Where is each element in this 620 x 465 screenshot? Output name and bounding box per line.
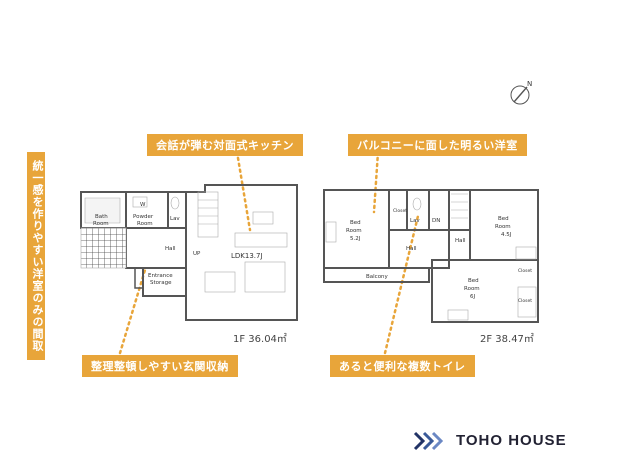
bath-label-2: Room	[93, 221, 109, 227]
brand-name: TOHO HOUSE	[456, 432, 567, 449]
bed2-label-c: 4.5J	[501, 232, 512, 238]
entrance-label: Entrance	[148, 273, 173, 279]
bed2-label-b: Room	[495, 224, 511, 230]
w-label: W	[140, 202, 146, 208]
kitchen-callout: 会話が弾む対面式キッチン	[147, 134, 303, 156]
ldk-label: LDK13.7J	[231, 252, 263, 260]
lav-label: Lav	[170, 216, 180, 222]
vertical-callout: 統一感を作りやすい洋室のみの間取	[27, 152, 45, 360]
hall1-label: Hall	[406, 246, 417, 252]
bed3-label-a: Bed	[468, 278, 479, 284]
compass-label: N	[527, 80, 532, 88]
bed1-label-b: Room	[346, 228, 362, 234]
powder-label-2: Room	[137, 221, 153, 227]
closet3-label: Closet	[518, 298, 532, 304]
bed3-label-c: 6J	[470, 294, 475, 300]
toilets-callout: あると便利な複数トイレ	[330, 355, 475, 377]
hall-label: Hall	[165, 246, 176, 252]
balcony-room-callout: バルコニーに面した明るい洋室	[348, 134, 527, 156]
floor1-area: 1F 36.04㎡	[233, 334, 287, 345]
bed1-label-a: Bed	[350, 220, 361, 226]
closet2-label: Closet	[518, 268, 532, 274]
floor-plan-1f: Bath Room Powder Room W Lav Hall Entranc…	[80, 184, 298, 321]
bed1-label-c: 5.2J	[350, 236, 361, 242]
floor2-area: 2F 38.47㎡	[480, 334, 534, 345]
up-label: UP	[193, 251, 201, 257]
bath-label: Bath	[95, 214, 108, 220]
closet1-label: Closet	[393, 208, 407, 214]
entrance-storage-callout: 整理整頓しやすい玄関収納	[82, 355, 238, 377]
powder-label: Powder	[133, 214, 154, 220]
hall2-label: Hall	[455, 238, 466, 244]
bed3-label-b: Room	[464, 286, 480, 292]
storage-label: Storage	[150, 280, 172, 286]
floor-plan-2f: Bed Room 5.2J Closet Lav DN Hall Hall Be…	[323, 189, 539, 323]
compass-icon: N	[510, 80, 532, 105]
lav2-label: Lav	[410, 218, 420, 224]
dn-label: DN	[432, 218, 440, 224]
bed2-label-a: Bed	[498, 216, 509, 222]
brand-logo-icon	[413, 431, 444, 451]
balcony-label: Balcony	[366, 274, 389, 280]
